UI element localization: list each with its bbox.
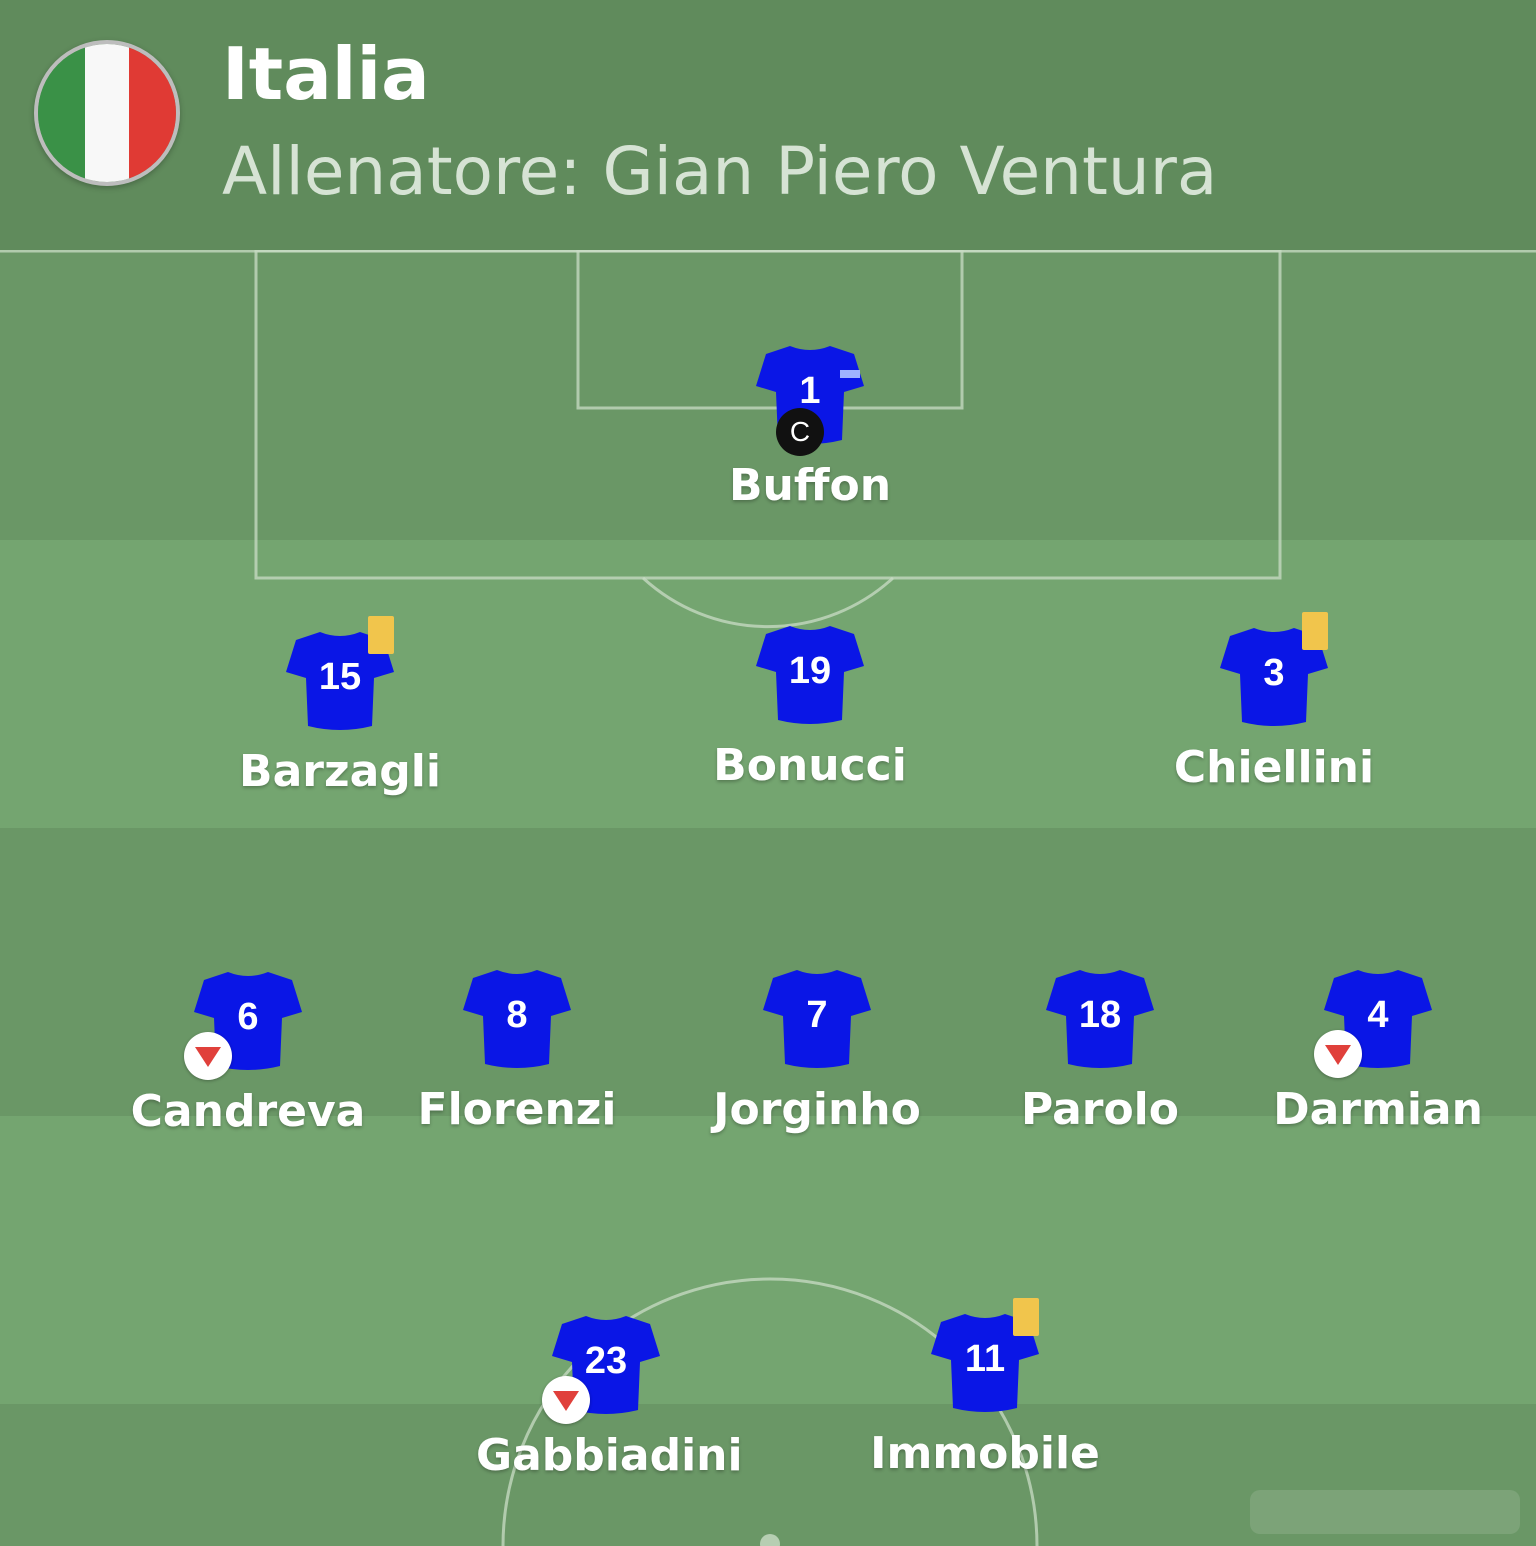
player-chiellini[interactable]: 3 Chiellini (1144, 612, 1404, 822)
player-darmian[interactable]: 4 Darmian (1248, 964, 1508, 1164)
yellow-card-icon (1013, 1298, 1039, 1336)
yellow-card-icon (1302, 612, 1328, 650)
shirt-number: 7 (806, 994, 828, 1036)
shirt-icon: 15 (280, 626, 400, 736)
coach-name: Allenatore: Gian Piero Ventura (222, 133, 1218, 210)
shirt-number: 11 (964, 1338, 1006, 1380)
team-header: Italia Allenatore: Gian Piero Ventura (0, 0, 1536, 250)
shirt-icon: 8 (457, 964, 577, 1074)
shirt-icon: 7 (757, 964, 877, 1074)
player-name: Florenzi (417, 1084, 617, 1135)
shirt-icon: 3 (1214, 622, 1334, 732)
player-name: Barzagli (239, 746, 441, 797)
player-jorginho[interactable]: 7 Jorginho (687, 964, 947, 1164)
player-florenzi[interactable]: 8 Florenzi (387, 964, 647, 1164)
watermark (1250, 1490, 1520, 1534)
player-name: Chiellini (1173, 742, 1375, 793)
shirt-number: 23 (584, 1340, 628, 1382)
player-name: Candreva (130, 1086, 366, 1137)
shirt-icon: 18 (1040, 964, 1160, 1074)
player-candreva[interactable]: 6 Candreva (118, 966, 378, 1166)
substituted-off-icon (184, 1032, 232, 1080)
shirt-number: 19 (788, 650, 832, 692)
player-name: Immobile (870, 1428, 1100, 1479)
yellow-card-icon (368, 616, 394, 654)
shirt-icon: 11 (925, 1308, 1045, 1418)
player-bonucci[interactable]: 19 Bonucci (680, 620, 940, 820)
shirt-number: 6 (237, 996, 259, 1038)
shirt-number: 1 (799, 370, 821, 412)
player-parolo[interactable]: 18 Parolo (970, 964, 1230, 1164)
player-name: Parolo (1021, 1084, 1179, 1135)
shirt-icon: 19 (750, 620, 870, 730)
shirt-number: 18 (1078, 994, 1122, 1036)
player-name: Jorginho (713, 1084, 921, 1135)
substituted-off-icon (542, 1376, 590, 1424)
player-name: Gabbiadini (476, 1430, 743, 1481)
pitch-stripe (0, 1404, 1536, 1546)
team-name: Italia (222, 32, 430, 116)
player-immobile[interactable]: 11 Immobile (855, 1298, 1115, 1508)
shirt-number: 4 (1367, 994, 1389, 1036)
shirt-number: 3 (1263, 652, 1285, 694)
player-name: Bonucci (713, 740, 907, 791)
player-gabbiadini[interactable]: 23 Gabbiadini (476, 1310, 743, 1510)
pitch-stripe (0, 1116, 1536, 1404)
italy-flag-icon (34, 40, 180, 186)
substituted-off-icon (1314, 1030, 1362, 1078)
captain-badge: C (776, 408, 824, 456)
player-buffon[interactable]: 1 C Buffon (680, 340, 940, 540)
player-name: Darmian (1273, 1084, 1483, 1135)
shirt-number: 15 (318, 656, 362, 698)
player-barzagli[interactable]: 15 Barzagli (210, 616, 470, 826)
shirt-number: 8 (506, 994, 528, 1036)
player-name: Buffon (728, 460, 892, 511)
